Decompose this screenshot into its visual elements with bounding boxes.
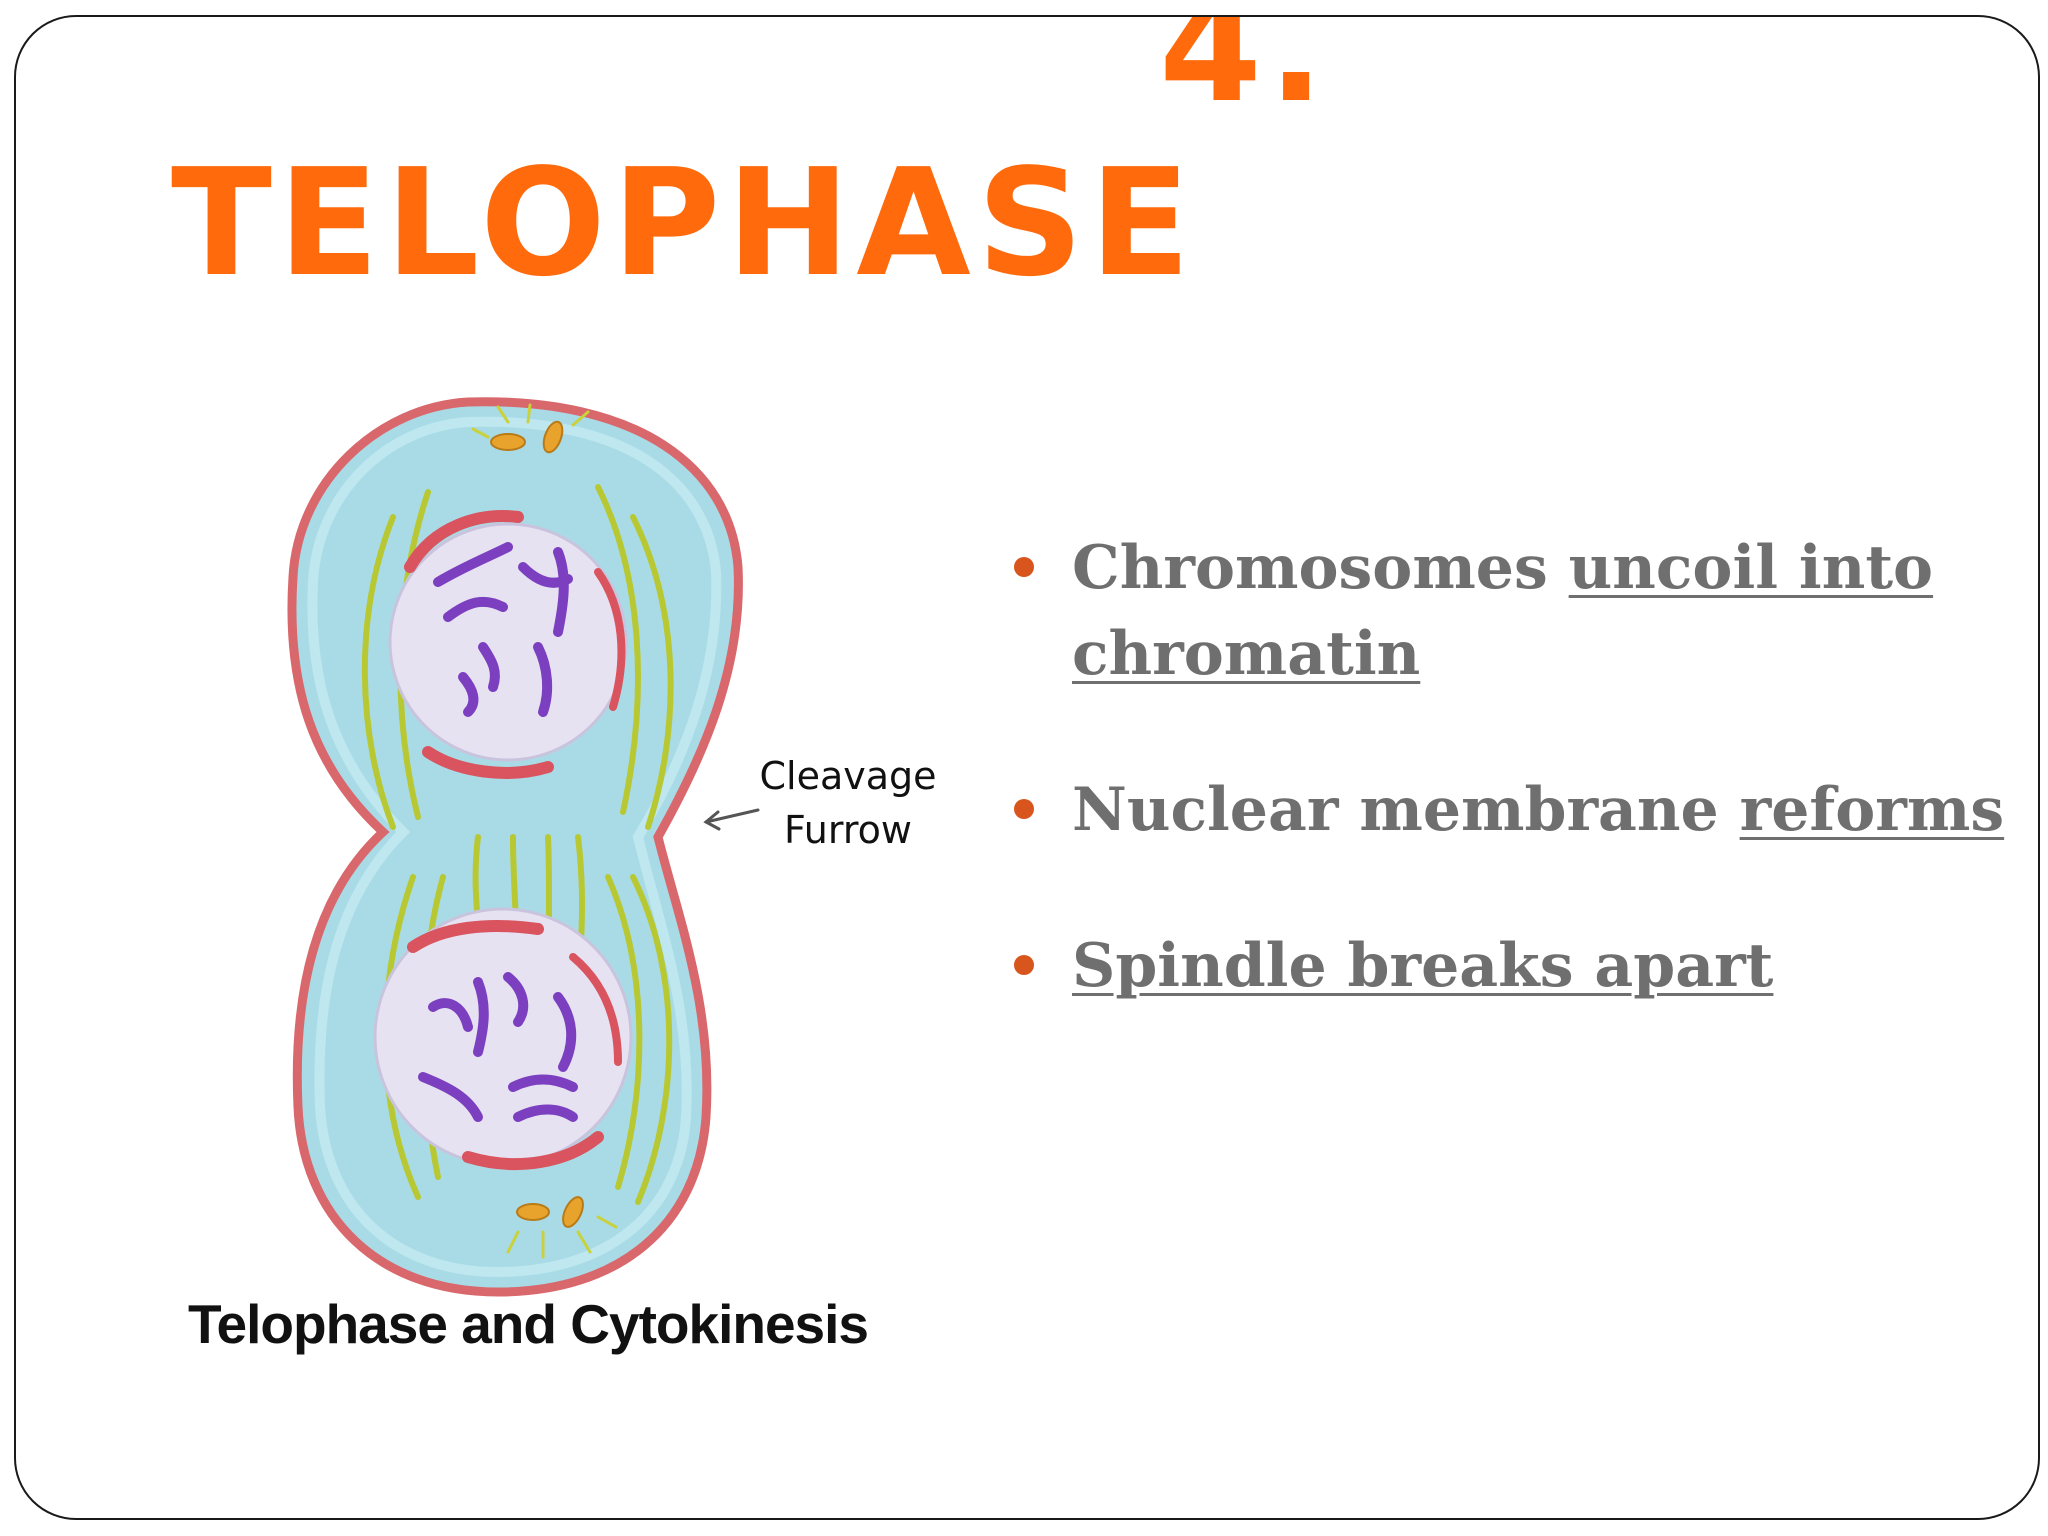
centriole-top-left <box>490 433 526 451</box>
bullet-text-underlined: Spindle breaks apart <box>1072 931 1774 1001</box>
cleavage-furrow-label-line1: Cleavage <box>759 754 937 798</box>
centriole-bottom-left <box>516 1203 550 1221</box>
slide-frame: 4. TELOPHASE <box>14 15 2040 1520</box>
cleavage-furrow-arrow <box>703 808 760 831</box>
bullet-list: Chromosomes uncoil into chromatin Nuclea… <box>1014 525 2014 1009</box>
cleavage-furrow-label: Cleavage Furrow <box>748 749 948 857</box>
bullet-item: Spindle breaks apart <box>1014 923 2014 1009</box>
slide-title: TELOPHASE <box>171 137 1197 309</box>
centriole-bottom-right <box>562 1196 584 1228</box>
centriole-top-right <box>542 420 564 454</box>
bullet-dot-icon <box>1014 557 1034 577</box>
bullet-item: Chromosomes uncoil into chromatin <box>1014 525 2014 697</box>
cleavage-furrow-label-line2: Furrow <box>784 808 912 852</box>
telophase-diagram: Cleavage Furrow Telophase and Cytokinesi… <box>178 317 968 1377</box>
bullet-text-plain: Nuclear membrane <box>1072 775 1740 845</box>
bullet-text-underlined: uncoil into chromatin <box>1072 533 1934 689</box>
dividing-cell-illustration <box>287 397 760 1297</box>
bullet-text-plain: Chromosomes <box>1072 533 1569 603</box>
bullet-dot-icon <box>1014 955 1034 975</box>
bullet-dot-icon <box>1014 799 1034 819</box>
slide-title-number: 4. <box>1159 15 1331 135</box>
bullet-text-underlined: reforms <box>1739 775 2005 845</box>
bullet-item: Nuclear membrane reforms <box>1014 767 2014 853</box>
nucleus-top <box>388 522 628 762</box>
figure-caption: Telophase and Cytokinesis <box>188 1293 869 1355</box>
